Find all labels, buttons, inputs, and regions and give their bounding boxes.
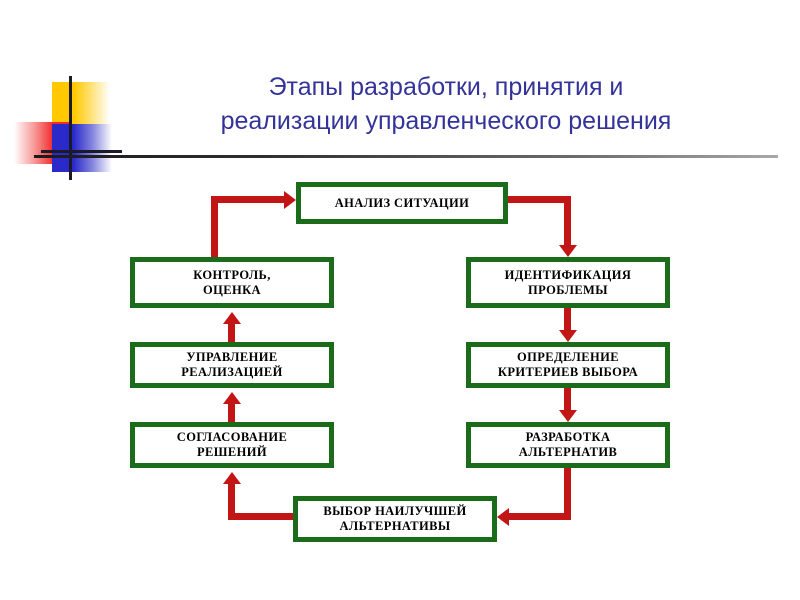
node-vybor-nailuchshey-alternativy-label-line-2: АЛЬТЕРНАТИВЫ <box>339 519 451 533</box>
node-vybor-nailuchshey-alternativy-label: ВЫБОР НАИЛУЧШЕЙ АЛЬТЕРНАТИВЫ <box>319 504 470 534</box>
node-vybor-nailuchshey-alternativy-label-line-1: ВЫБОР НАИЛУЧШЕЙ <box>323 504 467 518</box>
node-opredelenie-kriteriev-vybora-label-line-2: КРИТЕРИЕВ ВЫБОРА <box>497 365 639 379</box>
logo-cross-horizontal-line <box>41 150 122 153</box>
edge-kontrol-analiz-vertical <box>211 196 218 258</box>
node-identifikacia-problemy-label-line-1: ИДЕНТИФИКАЦИЯ <box>504 267 632 282</box>
node-kontrol-ocenka[interactable]: КОНТРОЛЬ, ОЦЕНКА <box>130 257 334 308</box>
node-upravlenie-realizaciey-label: УПРАВЛЕНИЕ РЕАЛИЗАЦИЕЙ <box>177 350 287 380</box>
edge-opredelenie-razrabotka-arrowhead <box>558 410 577 422</box>
node-vybor-nailuchshey-alternativy[interactable]: ВЫБОР НАИЛУЧШЕЙ АЛЬТЕРНАТИВЫ <box>293 496 497 542</box>
node-opredelenie-kriteriev-vybora-inner: ОПРЕДЕЛЕНИЕ КРИТЕРИЕВ ВЫБОРА <box>471 347 665 383</box>
slide-title: Этапы разработки, принятия и реализации … <box>110 70 782 138</box>
edge-vybor-soglasovanie-horizontal <box>228 513 293 520</box>
edge-vybor-soglasovanie-vertical <box>228 484 235 520</box>
edge-upravlenie-kontrol-arrowhead <box>222 312 241 324</box>
node-opredelenie-kriteriev-vybora-label-line-1: ОПРЕДЕЛЕНИЕ <box>516 350 619 364</box>
node-razrabotka-alternativ[interactable]: РАЗРАБОТКА АЛЬТЕРНАТИВ <box>466 422 670 468</box>
node-soglasovanie-resheniy-inner: СОГЛАСОВАНИЕ РЕШЕНИЙ <box>135 427 329 463</box>
edge-identifikacia-opredelenie-line <box>564 308 571 334</box>
node-kontrol-ocenka-inner: КОНТРОЛЬ, ОЦЕНКА <box>135 262 329 303</box>
slide-title-line-2: реализации управленческого решения <box>220 107 672 135</box>
node-razrabotka-alternativ-label-line-1: РАЗРАБОТКА <box>525 430 611 444</box>
node-analiz-situacii-label: АНАЛИЗ СИТУАЦИИ <box>331 196 474 211</box>
node-analiz-situacii-inner: АНАЛИЗ СИТУАЦИИ <box>301 187 503 219</box>
node-identifikacia-problemy-label-line-2: ПРОБЛЕМЫ <box>528 282 608 297</box>
node-identifikacia-problemy-label: ИДЕНТИФИКАЦИЯ ПРОБЛЕМЫ <box>501 268 636 298</box>
edge-analiz-identifikacia-horizontal <box>508 196 571 203</box>
node-soglasovanie-resheniy-label: СОГЛАСОВАНИЕ РЕШЕНИЙ <box>173 430 291 460</box>
node-razrabotka-alternativ-label: РАЗРАБОТКА АЛЬТЕРНАТИВ <box>515 430 621 460</box>
node-kontrol-ocenka-label-line-2: ОЦЕНКА <box>202 282 261 297</box>
node-analiz-situacii-label-line-1: АНАЛИЗ СИТУАЦИИ <box>334 195 470 210</box>
edge-soglasovanie-upravlenie-arrowhead <box>222 392 241 404</box>
slide-title-line-1: Этапы разработки, принятия и <box>268 73 624 101</box>
node-kontrol-ocenka-label-line-1: КОНТРОЛЬ, <box>193 267 271 282</box>
node-soglasovanie-resheniy[interactable]: СОГЛАСОВАНИЕ РЕШЕНИЙ <box>130 422 334 468</box>
edge-razrabotka-vybor-vertical <box>564 468 571 520</box>
edge-vybor-soglasovanie-arrowhead <box>222 472 241 484</box>
node-soglasovanie-resheniy-label-line-2: РЕШЕНИЙ <box>196 445 267 459</box>
edge-opredelenie-razrabotka-line <box>564 388 571 414</box>
node-opredelenie-kriteriev-vybora[interactable]: ОПРЕДЕЛЕНИЕ КРИТЕРИЕВ ВЫБОРА <box>466 342 670 388</box>
node-identifikacia-problemy-inner: ИДЕНТИФИКАЦИЯ ПРОБЛЕМЫ <box>471 262 665 303</box>
node-upravlenie-realizaciey-label-line-1: УПРАВЛЕНИЕ <box>186 350 278 364</box>
node-razrabotka-alternativ-label-line-2: АЛЬТЕРНАТИВ <box>518 445 618 459</box>
edge-razrabotka-vybor-horizontal <box>508 513 571 520</box>
edge-soglasovanie-upravlenie-line <box>228 402 235 428</box>
logo-square-blue <box>52 124 112 172</box>
node-upravlenie-realizaciey[interactable]: УПРАВЛЕНИЕ РЕАЛИЗАЦИЕЙ <box>130 342 334 388</box>
node-opredelenie-kriteriev-vybora-label: ОПРЕДЕЛЕНИЕ КРИТЕРИЕВ ВЫБОРА <box>494 350 642 380</box>
edge-analiz-identifikacia-vertical <box>564 196 571 248</box>
node-upravlenie-realizaciey-label-line-2: РЕАЛИЗАЦИЕЙ <box>181 365 283 379</box>
edge-razrabotka-vybor-arrowhead <box>497 507 509 526</box>
node-kontrol-ocenka-label: КОНТРОЛЬ, ОЦЕНКА <box>189 268 275 298</box>
node-razrabotka-alternativ-inner: РАЗРАБОТКА АЛЬТЕРНАТИВ <box>471 427 665 463</box>
node-identifikacia-problemy[interactable]: ИДЕНТИФИКАЦИЯ ПРОБЛЕМЫ <box>466 257 670 308</box>
node-upravlenie-realizaciey-inner: УПРАВЛЕНИЕ РЕАЛИЗАЦИЕЙ <box>135 347 329 383</box>
title-divider-rule <box>34 155 778 158</box>
edge-identifikacia-opredelenie-arrowhead <box>558 330 577 342</box>
edge-upravlenie-kontrol-line <box>228 322 235 348</box>
edge-analiz-identifikacia-arrowhead <box>558 245 577 257</box>
decorative-logo <box>14 76 122 180</box>
logo-cross-vertical-line <box>69 76 72 180</box>
node-analiz-situacii[interactable]: АНАЛИЗ СИТУАЦИИ <box>296 182 508 224</box>
node-vybor-nailuchshey-alternativy-inner: ВЫБОР НАИЛУЧШЕЙ АЛЬТЕРНАТИВЫ <box>298 501 492 537</box>
node-soglasovanie-resheniy-label-line-1: СОГЛАСОВАНИЕ <box>176 430 288 444</box>
edge-kontrol-analiz-arrowhead <box>284 190 296 209</box>
edge-kontrol-analiz-horizontal <box>211 196 284 203</box>
